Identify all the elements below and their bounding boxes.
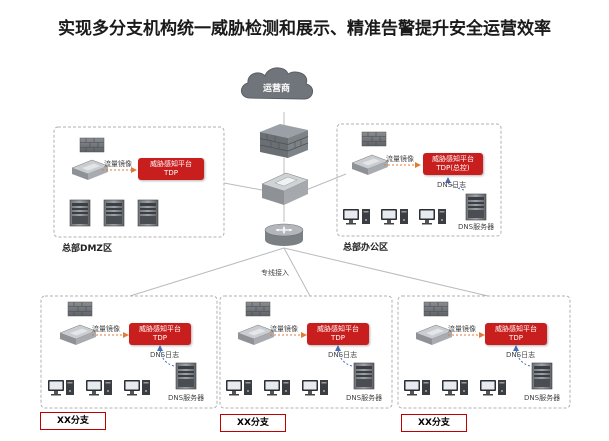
tdp-node-dmz: 威胁感知平台 TDP xyxy=(138,158,204,180)
mirror-label-branch-1: 流量镜像 xyxy=(92,325,120,333)
zone-branch-2 xyxy=(219,295,393,409)
tdp-node-branch-2: 威胁感知平台 TDP xyxy=(307,323,369,345)
dns-server-label-branch-3: DNS服务器 xyxy=(524,394,561,402)
zone-branch-1 xyxy=(40,295,218,409)
zone-branch-3 xyxy=(397,295,571,409)
tdp-subtitle: TDP(总控) xyxy=(436,164,470,172)
isp-label: 运营商 xyxy=(263,84,291,94)
branch-tag-1: XX分支 xyxy=(40,412,106,430)
tdp-node-branch-1: 威胁感知平台 TDP xyxy=(129,323,191,345)
dns-log-label-branch-3: DNS日志 xyxy=(506,351,536,359)
mirror-label-dmz: 流量镜像 xyxy=(104,160,132,168)
page-title: 实现多分支机构统一威胁检测和展示、精准告警提升安全运营效率 xyxy=(58,19,551,39)
tdp-title: 威胁感知平台 xyxy=(432,155,474,163)
core-switch-icon xyxy=(261,172,309,205)
main-firewall-icon xyxy=(259,124,309,158)
tdp-title: 威胁感知平台 xyxy=(495,325,537,333)
dns-server-label-office: DNS服务器 xyxy=(458,223,495,231)
tdp-node-branch-3: 威胁感知平台 TDP xyxy=(485,323,547,345)
zone-label-dmz: 总部DMZ区 xyxy=(62,244,112,254)
mirror-label-branch-2: 流量镜像 xyxy=(270,325,298,333)
tdp-subtitle: TDP xyxy=(331,334,345,342)
dns-server-label-branch-2: DNS服务器 xyxy=(346,394,383,402)
branch-tag-2: XX分支 xyxy=(220,414,286,432)
dns-log-label-branch-1: DNS日志 xyxy=(150,351,180,359)
tdp-subtitle: TDP xyxy=(153,334,167,342)
tdp-title: 威胁感知平台 xyxy=(150,160,192,168)
branch-tag-3: XX分支 xyxy=(401,414,467,432)
mirror-label-branch-3: 流量镜像 xyxy=(448,325,476,333)
network-links xyxy=(129,112,489,297)
zone-label-office: 总部办公区 xyxy=(343,243,389,253)
tdp-subtitle: TDP xyxy=(509,334,523,342)
tdp-title: 威胁感知平台 xyxy=(139,325,181,333)
dns-log-label-branch-2: DNS日志 xyxy=(328,351,358,359)
zone-dmz xyxy=(53,126,225,238)
zone-office xyxy=(336,123,502,237)
tdp-node-hq: 威胁感知平台 TDP(总控) xyxy=(423,153,483,175)
dedicated-link-label: 专线接入 xyxy=(261,269,289,277)
tdp-subtitle: TDP xyxy=(164,169,178,177)
mirror-label-office: 流量镜像 xyxy=(386,155,414,163)
tdp-title: 威胁感知平台 xyxy=(317,325,359,333)
isp-cloud-icon xyxy=(241,67,313,100)
dns-log-label-office: DNS日志 xyxy=(437,181,467,189)
router-icon xyxy=(264,223,304,246)
dns-server-label-branch-1: DNS服务器 xyxy=(168,394,205,402)
